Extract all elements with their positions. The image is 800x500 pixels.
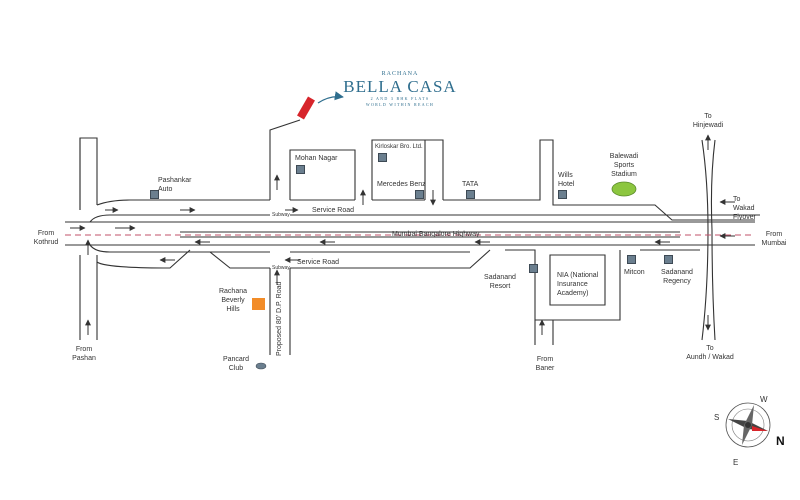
balewadi-stadium-shape	[611, 181, 637, 197]
from-pashan-label: From Pashan	[72, 346, 96, 362]
pancard-label: Pancard Club	[222, 356, 250, 372]
pashankar-label: Pashankar Auto	[158, 177, 192, 193]
to-hinjewadi-label: To Hinjewadi	[692, 113, 724, 129]
wills-box	[558, 190, 567, 199]
mohan-nagar-label: Mohan Nagar	[295, 155, 338, 162]
from-baner-label: From Baner	[535, 356, 555, 372]
compass-n: N	[776, 434, 785, 448]
compass-rose	[725, 402, 771, 448]
mercedes-box	[415, 190, 424, 199]
sadanand-regency-box	[664, 255, 673, 264]
bella-casa-logo: RACHANA BELLA CASA 2 AND 3 BHK FLATS WOR…	[340, 70, 460, 108]
compass-s: S	[714, 413, 720, 422]
service-road-top-label: Service Road	[312, 207, 355, 214]
compass-w: W	[760, 395, 768, 404]
compass-e: E	[733, 458, 739, 467]
mohan-nagar-box	[296, 165, 305, 174]
subway-top-label: Subway	[272, 212, 290, 218]
bella-casa-marker	[297, 91, 344, 120]
from-mumbai-label: From Mumbai	[761, 231, 787, 247]
sadanand-resort-label: Sadanand Resort	[484, 274, 516, 290]
to-wakad-flyover-label: To Wakad Flyover	[733, 196, 756, 221]
kirloskar-label: Kirloskar Bro. Ltd.	[375, 144, 423, 150]
nia-label: NIA (National Insurance Academy)	[557, 272, 599, 297]
to-aundh-wakad-label: To Aundh / Wakad	[686, 345, 734, 361]
kirloskar-box	[378, 153, 387, 162]
tata-box	[466, 190, 475, 199]
mitcon-label: Mitcon	[624, 269, 645, 276]
pancard-club-marker	[255, 362, 267, 370]
dp-road-label: Proposed 80' D.P. Road	[276, 281, 283, 356]
balewadi-label: Balewadi Sports Stadium	[609, 153, 639, 178]
wills-label: Wills Hotel	[558, 172, 575, 188]
subway-bottom-label: Subway	[272, 265, 290, 271]
from-kothrud-label: From Kothrud	[33, 230, 59, 246]
brand-line1: 2 AND 3 BHK FLATS	[370, 96, 430, 101]
mitcon-box	[627, 255, 636, 264]
brand-name: BELLA CASA	[343, 77, 457, 96]
brand-prefix: RACHANA	[381, 71, 419, 77]
beverly-hills-label: Rachana Beverly Hills	[218, 288, 248, 313]
sadanand-regency-label: Sadanand Regency	[661, 269, 693, 285]
beverly-hills-marker	[252, 298, 265, 310]
brand-line2: WORLD WITHIN REACH	[365, 102, 435, 107]
service-road-bottom-label: Service Road	[297, 259, 340, 266]
service-road-top-outer	[79, 137, 98, 210]
sadanand-resort-box	[529, 264, 538, 273]
mercedes-label: Mercedes Benz	[377, 181, 426, 188]
pashankar-box	[150, 190, 159, 199]
tata-label: TATA	[462, 181, 479, 188]
highway-label: Mumbai Bangalore Highway	[392, 231, 480, 238]
